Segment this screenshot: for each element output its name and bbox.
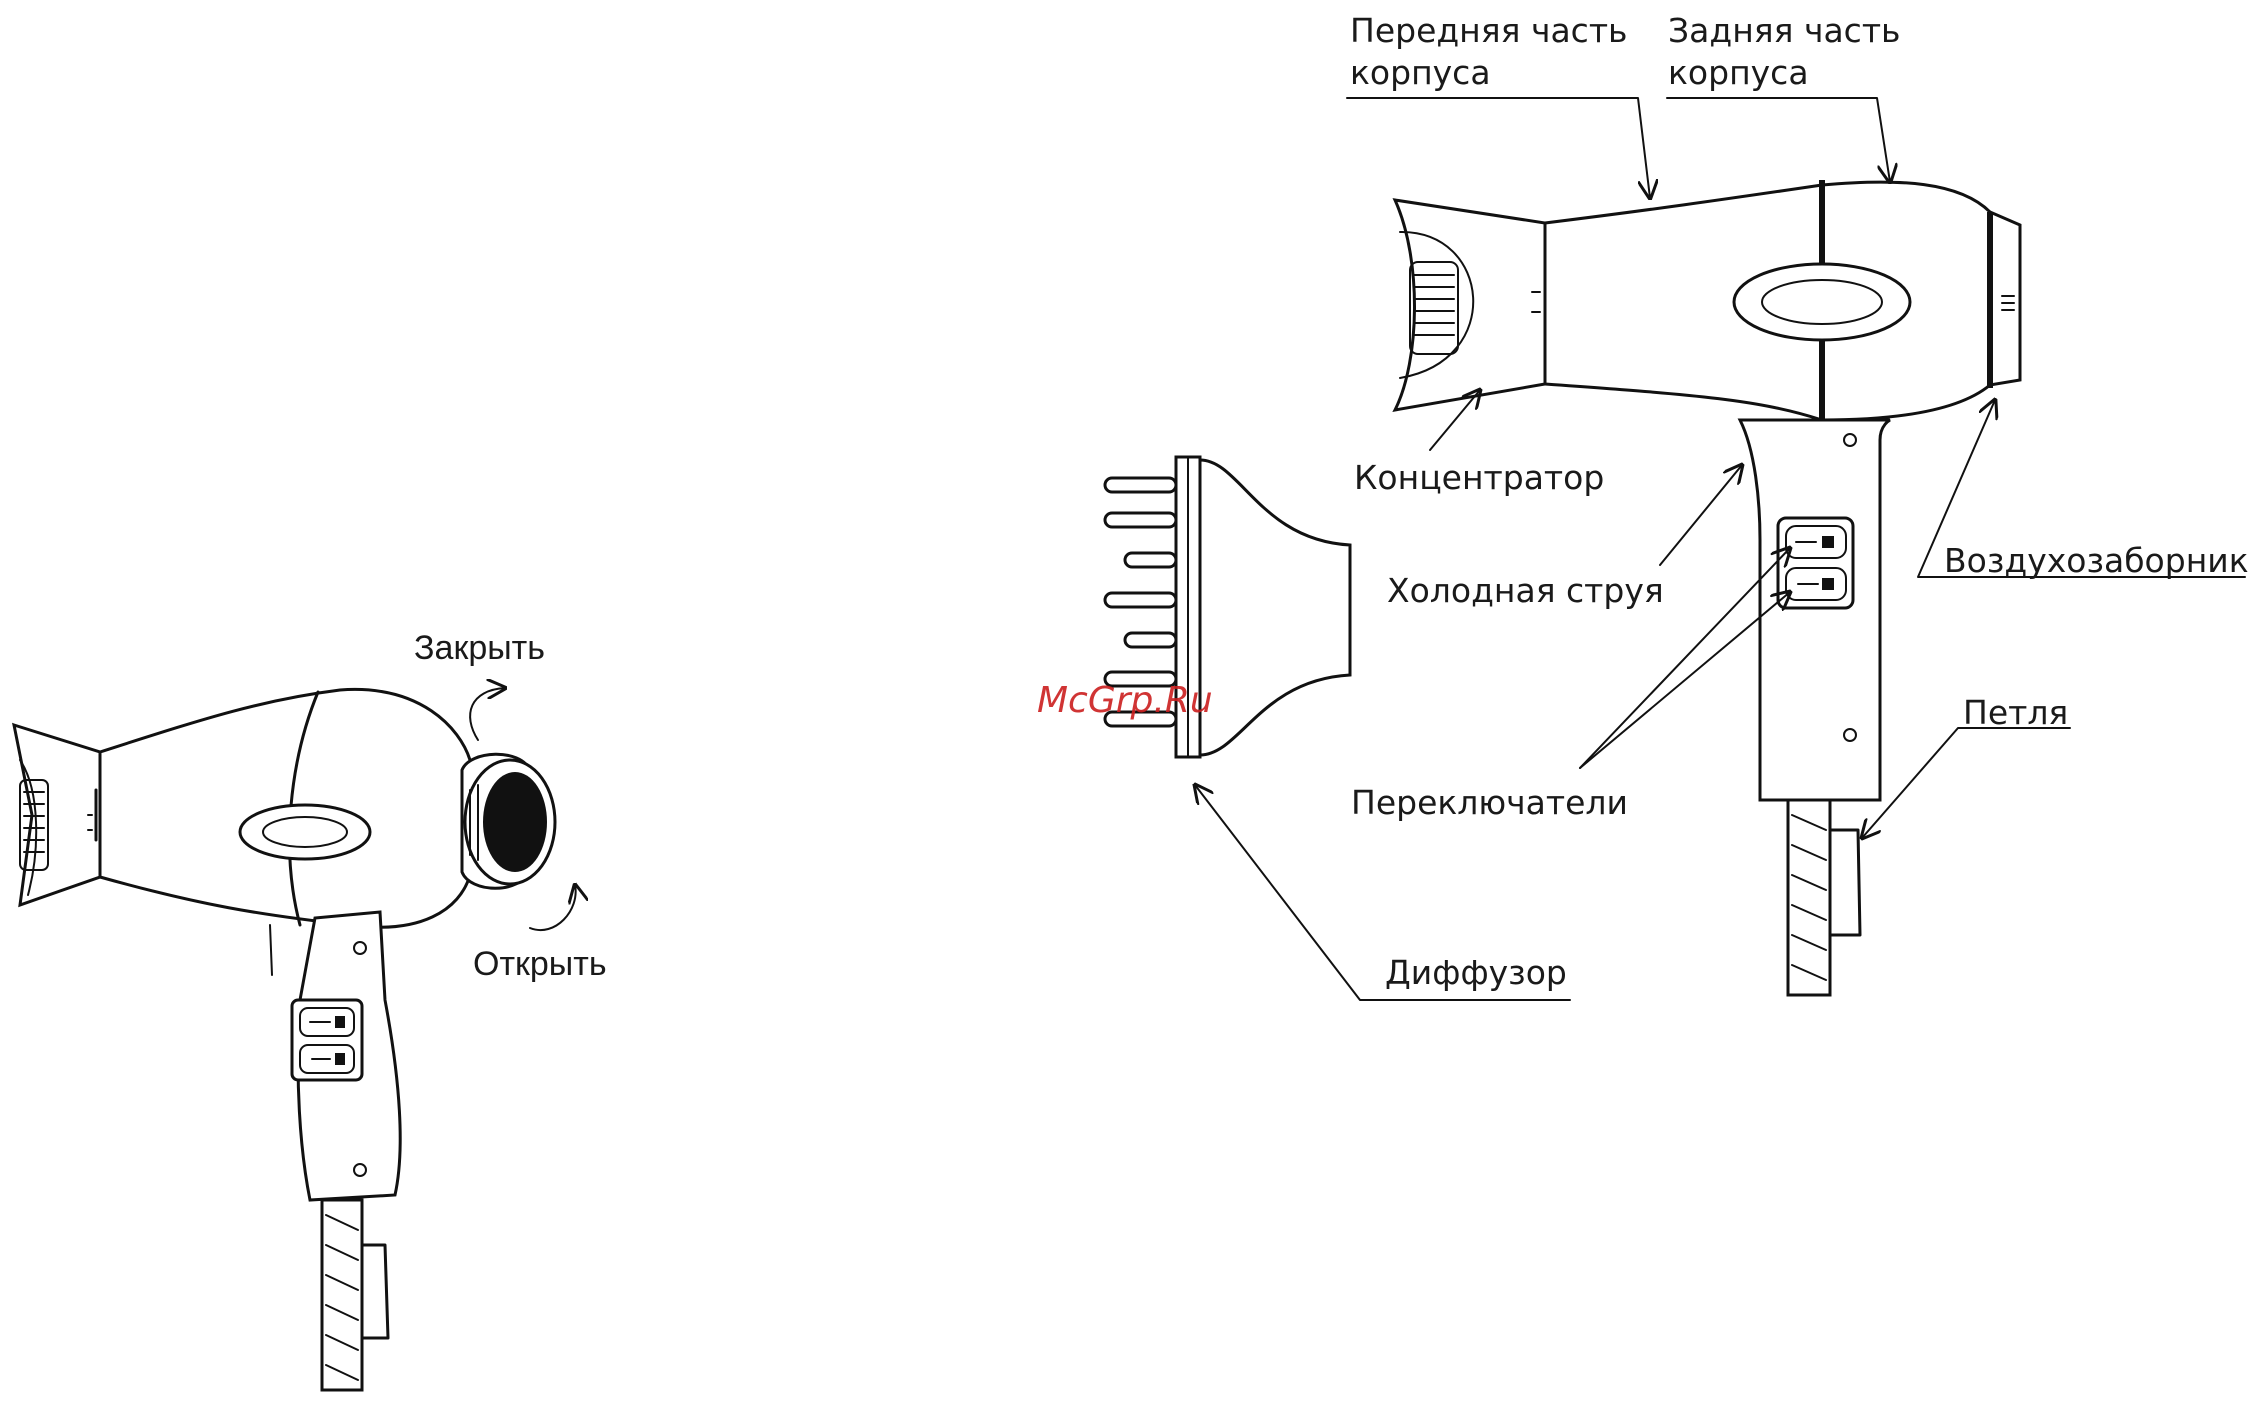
diffuser-label: Диффузор — [1385, 952, 1567, 994]
air-intake-label: Воздухозаборник — [1944, 540, 2249, 582]
cold-shot-label: Холодная струя — [1387, 570, 1664, 612]
left-switch-panel — [292, 1000, 362, 1080]
open-arrow-icon — [530, 885, 576, 930]
watermark: McGrp.Ru — [1037, 680, 1213, 721]
open-label: Открыть — [473, 943, 607, 985]
rear-body-label: Задняя часть корпуса — [1668, 10, 1901, 94]
front-body-label: Передняя часть корпуса — [1350, 10, 1628, 94]
close-label: Закрыть — [414, 627, 545, 669]
loop-label: Петля — [1963, 692, 2068, 734]
close-arrow-icon — [470, 688, 505, 740]
switches-label: Переключатели — [1351, 782, 1628, 824]
rotating-ring — [462, 754, 555, 888]
switch-panel — [1778, 518, 1853, 608]
left-hair-dryer — [14, 688, 576, 1390]
concentrator-label: Концентратор — [1354, 457, 1604, 499]
